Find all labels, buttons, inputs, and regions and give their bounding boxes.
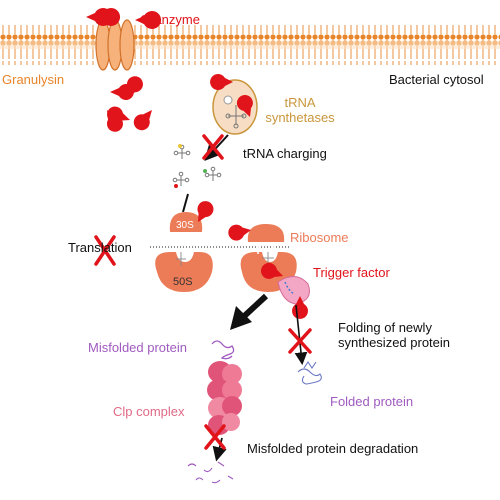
- label-translation: Translation: [68, 240, 132, 255]
- trna-to-ribosome-arrow: [182, 193, 189, 213]
- degradation-arrow: [212, 437, 227, 462]
- label-ribosome: Ribosome: [290, 230, 349, 245]
- granulysin-pore: [95, 19, 135, 71]
- label-trigger-factor: Trigger factor: [313, 265, 390, 280]
- label-misfolded-protein: Misfolded protein: [88, 340, 187, 355]
- inhibition-x-folding: [288, 328, 312, 354]
- label-clp-complex: Clp complex: [113, 404, 185, 419]
- folding-arrow: [294, 304, 308, 366]
- trna-synthetase: [210, 74, 258, 135]
- trigger-factor: [260, 262, 310, 319]
- granzyme-molecules: [86, 7, 162, 132]
- ribosome-30s: [169, 201, 214, 244]
- charged-trnas: [172, 144, 222, 188]
- misfolding-arrowhead: [230, 306, 252, 330]
- label-trna-synthetases: tRNA synthetases: [265, 95, 335, 125]
- label-degradation: Misfolded protein degradation: [247, 441, 418, 456]
- folded-protein-shape: [297, 361, 322, 385]
- label-folding: Folding of newly synthesized protein: [338, 320, 451, 350]
- ribosome-50s: [155, 252, 213, 292]
- label-trna-charging: tRNA charging: [243, 146, 327, 161]
- misfolded-protein-shape: [211, 340, 235, 360]
- inhibition-x-translation: [94, 235, 116, 266]
- label-bacterial-cytosol: Bacterial cytosol: [389, 72, 484, 87]
- membrane-inner-band: [0, 41, 500, 49]
- inhibition-x-degradation: [204, 424, 226, 450]
- label-30s: 30S: [176, 220, 194, 231]
- degraded-fragments: [187, 461, 234, 484]
- label-folded-protein: Folded protein: [330, 394, 413, 409]
- label-granulysin: Granulysin: [2, 72, 64, 87]
- label-granzyme: Granzyme: [140, 12, 200, 27]
- trna-charging-arrow: [204, 134, 229, 161]
- clp-complex: [207, 361, 242, 435]
- inhibition-x-charging: [202, 134, 224, 160]
- label-50s: 50S: [173, 276, 193, 288]
